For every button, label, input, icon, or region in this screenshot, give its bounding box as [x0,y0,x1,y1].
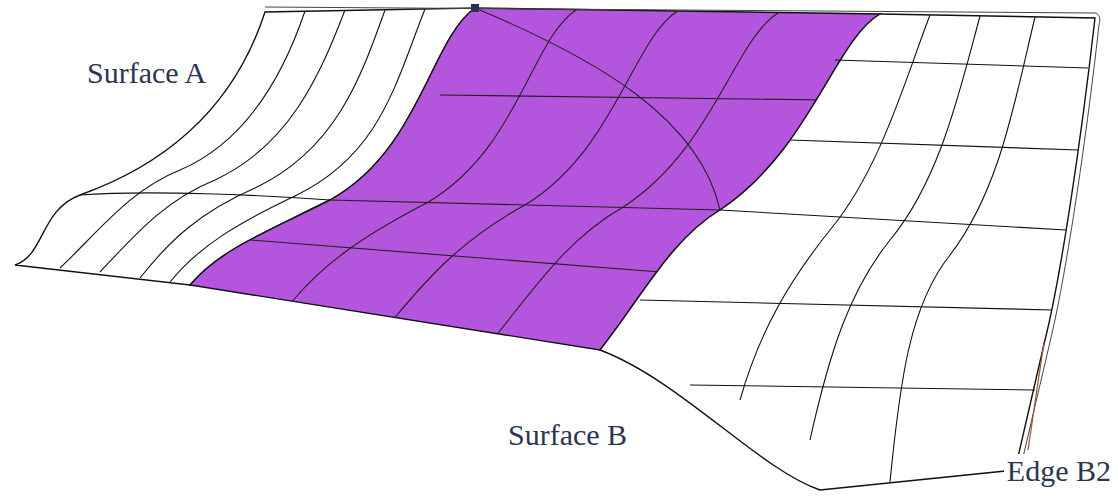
vertex-marker [471,4,479,12]
surface-b-grid [640,15,1088,482]
edge-label: Edge B2 [1004,454,1114,487]
surface-label: Surface B [505,418,630,451]
surface-label: Surface A [84,56,209,89]
surface-b [600,14,1095,490]
edge-highlight [265,7,1100,470]
leader-line [1028,342,1044,450]
